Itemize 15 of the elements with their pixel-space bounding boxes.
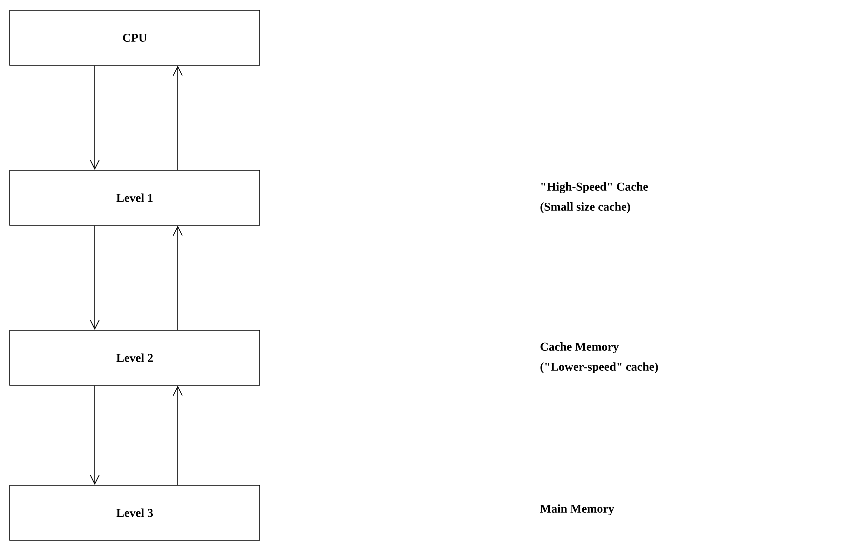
caption-text: Main Memory: [540, 504, 614, 516]
level-box: CPU: [10, 10, 260, 66]
caption-text: ("Lower-speed" cache): [540, 362, 658, 374]
arrow: [173, 226, 183, 330]
caption-text: (Small size cache): [540, 202, 630, 214]
arrow: [90, 226, 100, 330]
level-box: Level 1: [10, 170, 260, 226]
arrow: [173, 66, 183, 170]
arrow: [90, 386, 100, 486]
level-box: Level 2: [10, 330, 260, 386]
arrow: [90, 66, 100, 170]
level-box: Level 3: [10, 485, 260, 541]
caption-text: Cache Memory: [540, 342, 620, 354]
caption-text: "High-Speed" Cache: [542, 182, 648, 194]
arrow: [173, 386, 183, 486]
